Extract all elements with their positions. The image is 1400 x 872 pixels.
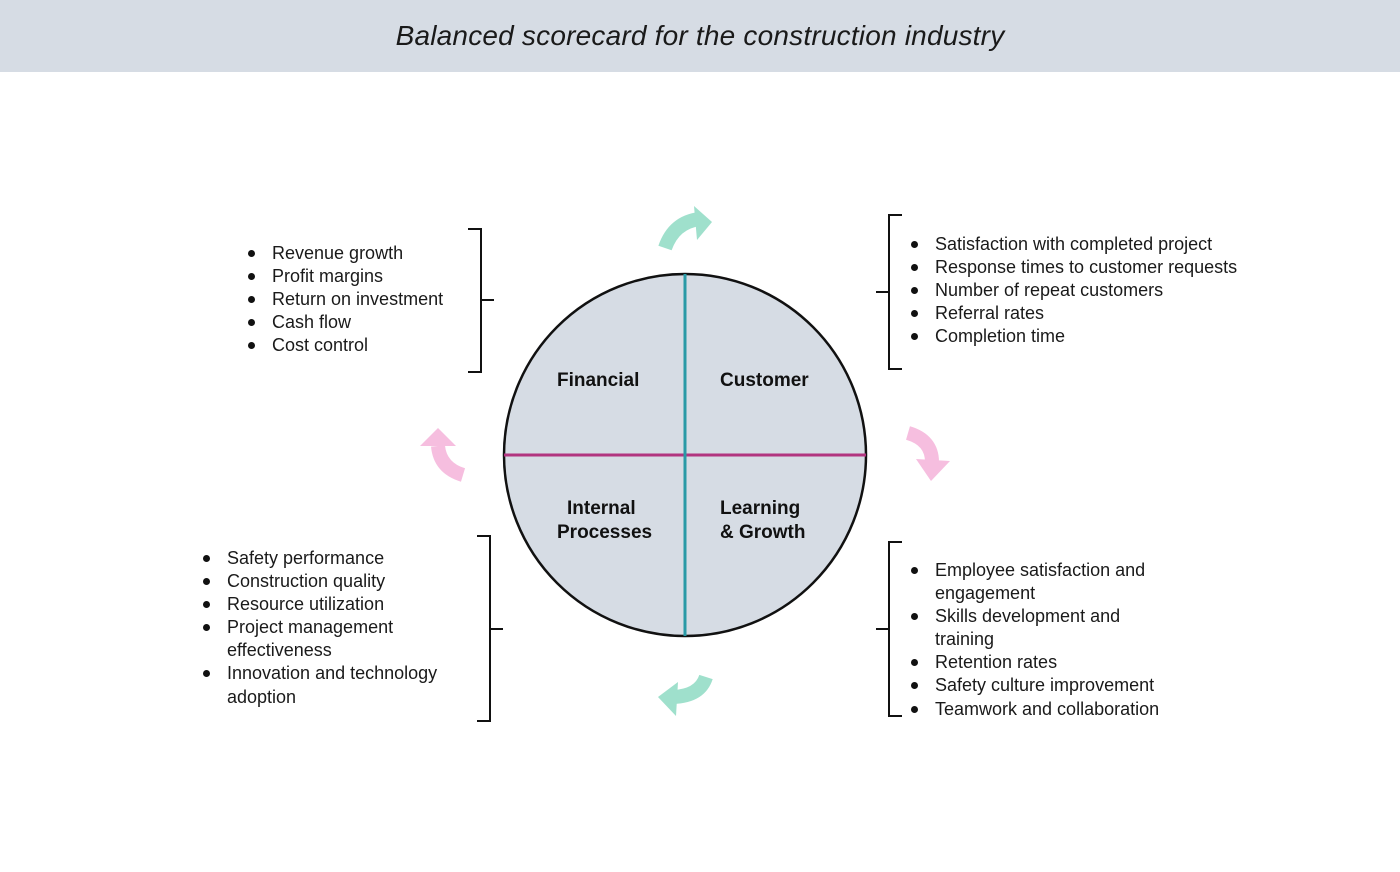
list-item: Response times to customer requests (909, 256, 1309, 279)
list-item: Employee satisfaction and engagement (909, 559, 1179, 605)
quadrant-label-learning-line1: Learning (720, 498, 801, 519)
list-item: Profit margins (246, 265, 476, 288)
list-item: Project management effectiveness (201, 616, 469, 662)
customer-bracket (876, 214, 902, 370)
list-item: Revenue growth (246, 242, 476, 265)
list-item: Safety culture improvement (909, 674, 1179, 697)
list-item: Cost control (246, 334, 476, 357)
learning-bracket (876, 541, 902, 717)
list-item: Cash flow (246, 311, 476, 334)
list-item: Safety performance (201, 547, 469, 570)
quadrant-label-learning-line2: & Growth (720, 522, 806, 543)
list-item: Innovation and technology adoption (201, 662, 469, 708)
financial-bracket (468, 228, 494, 373)
quadrant-label-internal-line1: Internal (567, 498, 636, 519)
list-item: Satisfaction with completed project (909, 233, 1309, 256)
list-item: Skills development and training (909, 605, 1179, 651)
quadrant-label-financial: Financial (557, 370, 640, 391)
internal-list: Safety performance Construction quality … (201, 547, 469, 709)
arrow-top-icon (658, 206, 712, 251)
list-item: Referral rates (909, 302, 1309, 325)
internal-bracket (477, 535, 503, 722)
list-item: Return on investment (246, 288, 476, 311)
arrow-left-icon (420, 428, 466, 482)
list-item: Construction quality (201, 570, 469, 593)
quadrant-label-customer: Customer (720, 370, 809, 391)
financial-list: Revenue growth Profit margins Return on … (246, 242, 476, 357)
learning-list: Employee satisfaction and engagement Ski… (909, 559, 1179, 721)
list-item: Resource utilization (201, 593, 469, 616)
list-item: Completion time (909, 325, 1309, 348)
quadrant-label-internal-line2: Processes (557, 522, 653, 543)
page-title: Balanced scorecard for the construction … (395, 20, 1005, 51)
list-item: Retention rates (909, 651, 1179, 674)
arrow-bottom-icon (658, 674, 713, 716)
customer-list: Satisfaction with completed project Resp… (909, 233, 1309, 348)
list-item: Teamwork and collaboration (909, 698, 1179, 721)
arrow-right-icon (905, 426, 950, 481)
title-bar: Balanced scorecard for the construction … (0, 0, 1400, 72)
list-item: Number of repeat customers (909, 279, 1309, 302)
